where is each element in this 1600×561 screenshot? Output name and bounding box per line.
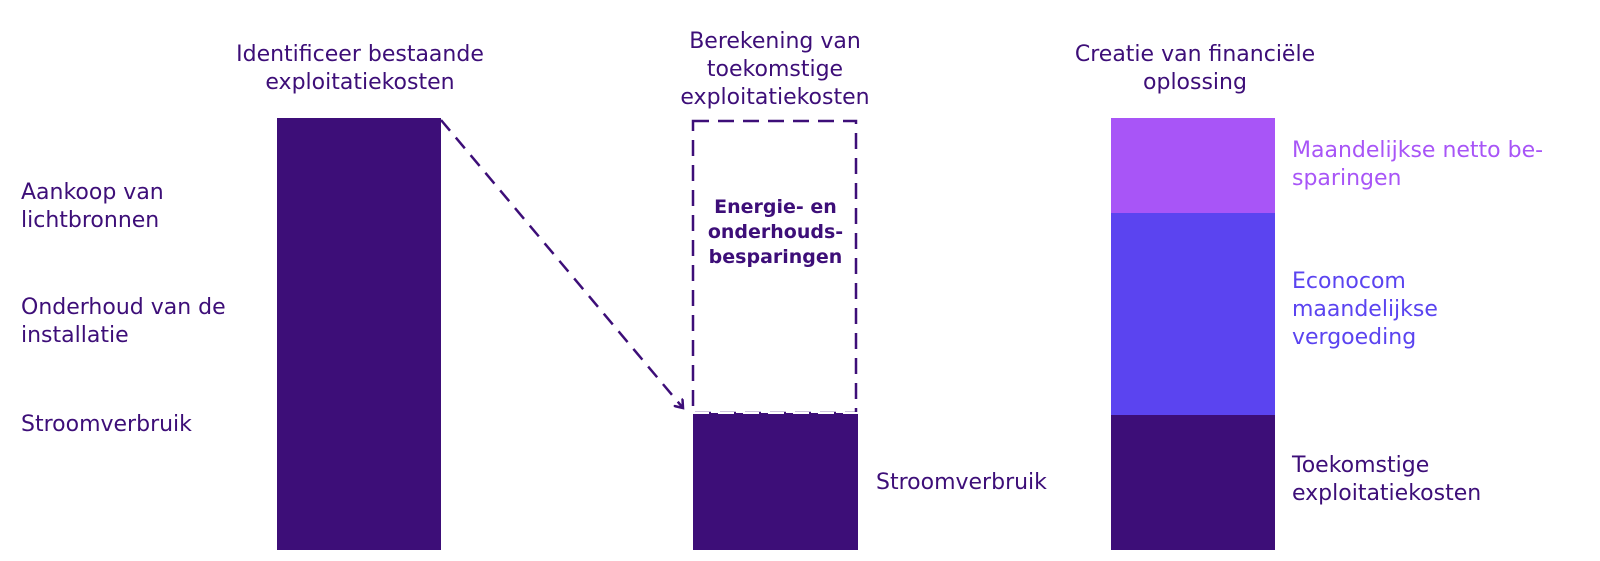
label-installation-maintenance: Onderhoud van de installatie — [21, 295, 226, 348]
future-consumption-bar — [693, 413, 858, 550]
label-power-consumption-future: Stroomverbruik — [876, 470, 1047, 495]
econocom-fee-segment — [1111, 213, 1275, 415]
existing-costs-bar — [277, 118, 441, 550]
column3-heading: Creatie van financiële oplossing — [1074, 42, 1316, 95]
column2-heading: Berekening van toekomstige exploitatieko… — [680, 29, 870, 110]
label-econocom-fee: Econocom maandelijkse vergoeding — [1292, 269, 1438, 350]
column1-heading: Identificeer bestaande exploitatiekosten — [236, 42, 484, 95]
label-future-costs: Toekomstige exploitatiekosten — [1292, 453, 1482, 506]
future-costs-segment — [1111, 415, 1275, 550]
savings-label: Energie- en onderhouds- besparingen — [707, 196, 844, 268]
reduction-arrow — [440, 119, 683, 408]
label-purchase-light-sources: Aankoop van lichtbronnen — [21, 180, 164, 233]
label-net-savings: Maandelijkse netto be- sparingen — [1292, 138, 1544, 191]
label-power-consumption-existing: Stroomverbruik — [21, 412, 192, 437]
net-savings-segment — [1111, 118, 1275, 213]
